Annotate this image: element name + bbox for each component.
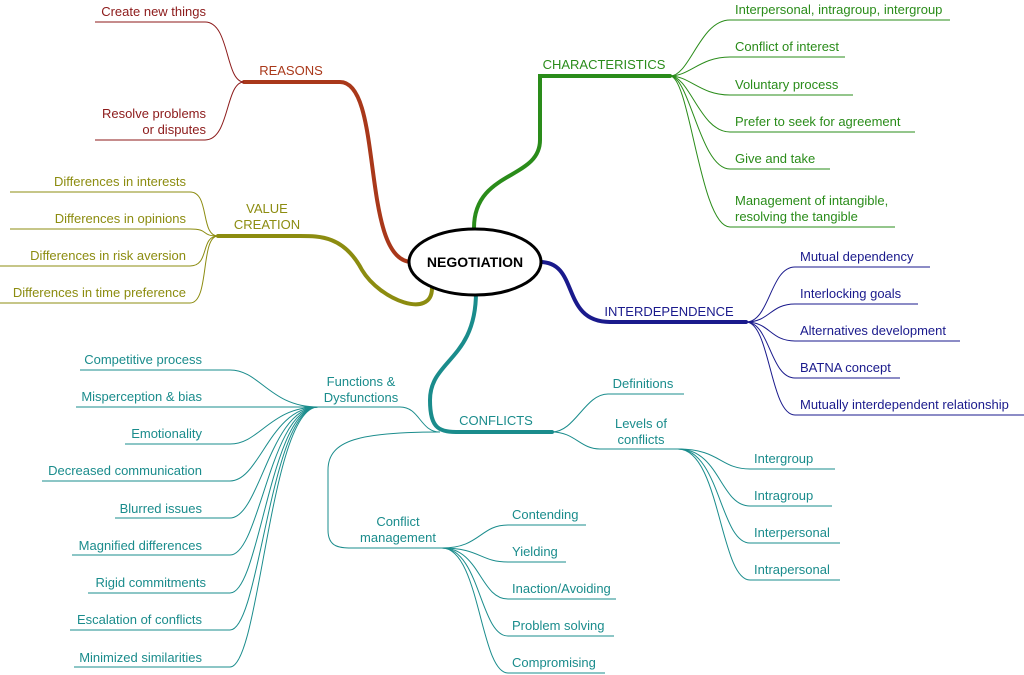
central-node-label: NEGOTIATION xyxy=(427,254,523,270)
definitions-label[interactable]: Definitions xyxy=(613,376,674,391)
char-item-4[interactable]: Prefer to seek for agreement xyxy=(735,114,901,129)
connector-lvl-3 xyxy=(677,448,840,544)
vc-item-4[interactable]: Differences in time preference xyxy=(13,285,186,300)
lvl-item-1[interactable]: Intergroup xyxy=(754,451,813,466)
vc-item-2[interactable]: Differences in opinions xyxy=(55,211,187,226)
functions-label-1[interactable]: Functions & xyxy=(327,374,396,389)
connector-mgmt-2 xyxy=(441,547,566,563)
connector-management xyxy=(327,431,442,549)
fn-item-5[interactable]: Blurred issues xyxy=(120,501,203,516)
connector-fn-7 xyxy=(88,406,319,594)
branch-reasons xyxy=(242,80,414,264)
connector-fn-9 xyxy=(74,406,319,668)
reasons-item-2a[interactable]: Resolve problems xyxy=(102,106,207,121)
connector-mgmt-5 xyxy=(441,547,605,674)
lvl-item-4[interactable]: Intrapersonal xyxy=(754,562,830,577)
connector-char-5 xyxy=(669,75,830,170)
connector-inter-3 xyxy=(745,321,960,342)
char-item-2[interactable]: Conflict of interest xyxy=(735,39,839,54)
connector-char-6 xyxy=(669,75,895,228)
inter-item-2[interactable]: Interlocking goals xyxy=(800,286,902,301)
mgmt-item-2[interactable]: Yielding xyxy=(512,544,558,559)
fn-item-7[interactable]: Rigid commitments xyxy=(95,575,206,590)
connector-inter-2 xyxy=(745,303,918,323)
branch-label-characteristics[interactable]: CHARACTERISTICS xyxy=(543,57,666,72)
mgmt-item-1[interactable]: Contending xyxy=(512,507,579,522)
mgmt-item-4[interactable]: Problem solving xyxy=(512,618,605,633)
connector-definitions xyxy=(551,393,684,433)
inter-item-4[interactable]: BATNA concept xyxy=(800,360,891,375)
connector-levels xyxy=(551,431,678,450)
inter-item-3[interactable]: Alternatives development xyxy=(800,323,946,338)
management-label-2[interactable]: management xyxy=(360,530,436,545)
fn-item-2[interactable]: Misperception & bias xyxy=(81,389,202,404)
char-item-1[interactable]: Interpersonal, intragroup, intergroup xyxy=(735,2,942,17)
branch-interdependence xyxy=(538,260,748,324)
levels-label-2[interactable]: conflicts xyxy=(618,432,665,447)
connector-vc-1 xyxy=(10,191,219,237)
char-item-5[interactable]: Give and take xyxy=(735,151,815,166)
branch-label-interdependence[interactable]: INTERDEPENDENCE xyxy=(604,304,734,319)
vc-item-1[interactable]: Differences in interests xyxy=(54,174,186,189)
connector-functions xyxy=(318,406,441,433)
vc-item-3[interactable]: Differences in risk aversion xyxy=(30,248,186,263)
connector-vc-3 xyxy=(0,235,219,267)
fn-item-3[interactable]: Emotionality xyxy=(131,426,202,441)
connector-mgmt-4 xyxy=(441,547,614,637)
branch-label-value-creation-2[interactable]: CREATION xyxy=(234,217,300,232)
functions-label-2[interactable]: Dysfunctions xyxy=(324,390,399,405)
char-item-6a[interactable]: Management of intangible, xyxy=(735,193,888,208)
reasons-item-1[interactable]: Create new things xyxy=(101,4,206,19)
fn-item-4[interactable]: Decreased communication xyxy=(48,463,202,478)
connector-char-2 xyxy=(669,56,845,77)
mgmt-item-5[interactable]: Compromising xyxy=(512,655,596,670)
connector-fn-5 xyxy=(115,406,319,519)
connector-resolve-problems xyxy=(95,81,245,141)
connector-vc-4 xyxy=(0,235,219,304)
fn-item-1[interactable]: Competitive process xyxy=(84,352,202,367)
branch-characteristics xyxy=(472,74,672,230)
levels-label-1[interactable]: Levels of xyxy=(615,416,667,431)
connector-inter-4 xyxy=(745,321,900,379)
fn-item-8[interactable]: Escalation of conflicts xyxy=(77,612,203,627)
connector-fn-3 xyxy=(125,406,319,445)
connector-lvl-1 xyxy=(677,448,835,470)
char-item-6b[interactable]: resolving the tangible xyxy=(735,209,858,224)
management-label-1[interactable]: Conflict xyxy=(376,514,420,529)
connector-char-4 xyxy=(669,75,915,133)
branch-label-conflicts[interactable]: CONFLICTS xyxy=(459,413,533,428)
lvl-item-3[interactable]: Interpersonal xyxy=(754,525,830,540)
central-node[interactable]: NEGOTIATION xyxy=(407,227,543,297)
connector-fn-6 xyxy=(72,406,319,556)
inter-item-5[interactable]: Mutually interdependent relationship xyxy=(800,397,1009,412)
inter-item-1[interactable]: Mutual dependency xyxy=(800,249,914,264)
fn-item-6[interactable]: Magnified differences xyxy=(79,538,203,553)
connector-char-3 xyxy=(669,75,853,96)
branch-value-creation xyxy=(216,234,434,307)
mgmt-item-3[interactable]: Inaction/Avoiding xyxy=(512,581,611,596)
connector-mgmt-3 xyxy=(441,547,616,600)
connector-lvl-4 xyxy=(677,448,840,581)
branch-conflicts xyxy=(427,290,554,434)
branch-label-reasons[interactable]: REASONS xyxy=(259,63,323,78)
connector-vc-2 xyxy=(10,228,219,237)
branch-label-value-creation-1[interactable]: VALUE xyxy=(246,201,288,216)
connector-char-1 xyxy=(669,19,950,77)
connector-lvl-2 xyxy=(677,448,832,507)
lvl-item-2[interactable]: Intragroup xyxy=(754,488,813,503)
char-item-3[interactable]: Voluntary process xyxy=(735,77,839,92)
connector-inter-5 xyxy=(745,321,1024,416)
connector-fn-4 xyxy=(42,406,319,482)
connector-fn-1 xyxy=(80,369,319,408)
connector-inter-1 xyxy=(745,266,930,323)
reasons-item-2b[interactable]: or disputes xyxy=(142,122,206,137)
connector-mgmt-1 xyxy=(441,524,586,549)
fn-item-9[interactable]: Minimized similarities xyxy=(79,650,202,665)
connector-fn-8 xyxy=(70,406,319,631)
connector-create-new-things xyxy=(95,21,245,83)
